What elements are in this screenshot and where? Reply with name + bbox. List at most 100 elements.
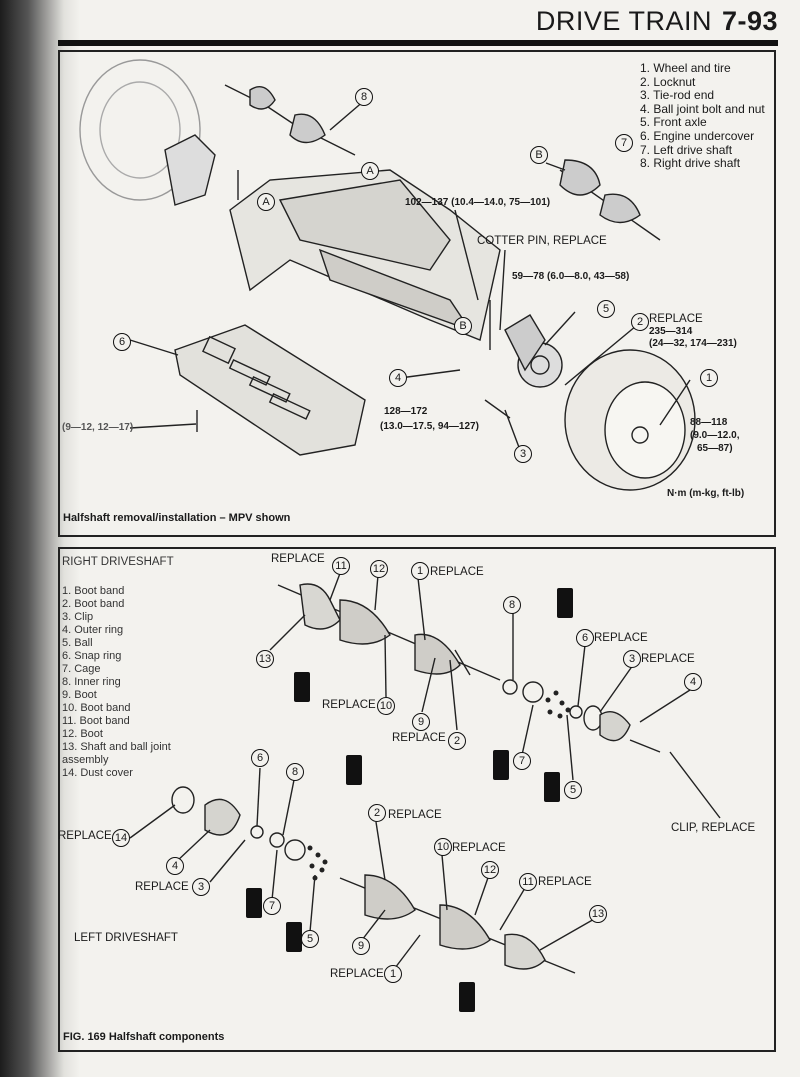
callout-7: 7 [513, 752, 531, 770]
callout-1: 1 [384, 965, 402, 983]
replace-label: REPLACE [135, 881, 189, 893]
page-binding-shadow [0, 0, 80, 1077]
cotter-pin-label: COTTER PIN, REPLACE [477, 235, 607, 247]
legend-item: 5. Front axle [640, 115, 707, 130]
units-label: N·m (m-kg, ft-lb) [667, 488, 745, 499]
replace-label: REPLACE [392, 732, 446, 744]
legend-item: 4. Ball joint bolt and nut [640, 101, 765, 116]
replace-label: REPLACE [330, 968, 384, 980]
callout-3: 3 [192, 878, 210, 896]
callout-b: B [530, 146, 548, 164]
callout-b: B [454, 317, 472, 335]
callout-4: 4 [389, 369, 407, 387]
callout-12: 12 [481, 861, 499, 879]
replace-label: REPLACE [649, 313, 703, 325]
component-item: 4. Outer ring [62, 624, 124, 636]
replace-label: REPLACE [388, 809, 442, 821]
callout-11: 11 [519, 873, 537, 891]
component-item: 8. Inner ring [62, 676, 121, 688]
component-item: 3. Clip [62, 611, 94, 623]
component-item: 7. Cage [62, 663, 101, 675]
replace-label: REPLACE [58, 830, 112, 842]
callout-2: 2 [448, 732, 466, 750]
callout-8: 8 [286, 763, 304, 781]
figure-168-caption: Halfshaft removal/installation – MPV sho… [63, 512, 291, 524]
callout-a: A [361, 162, 379, 180]
component-item: 1. Boot band [62, 585, 125, 597]
callout-4: 4 [684, 673, 702, 691]
callout-8: 8 [355, 88, 373, 106]
header-rule [58, 40, 778, 46]
callout-8: 8 [503, 596, 521, 614]
legend-item: 6. Engine undercover [640, 128, 755, 143]
torque-spec-label: (13.0—17.5, 94—127) [380, 421, 479, 432]
component-item: 11. Boot band [62, 715, 130, 727]
torque-spec-label: (9—12, 12—17) [62, 422, 134, 433]
callout-13: 13 [256, 650, 274, 668]
callout-13: 13 [589, 905, 607, 923]
legend-item: 1. Wheel and tire [640, 61, 731, 75]
torque-spec-label: 128—172 [384, 406, 428, 417]
component-item: 2. Boot band [62, 598, 125, 610]
callout-2: 2 [631, 313, 649, 331]
legend-item: 2. Locknut [640, 74, 696, 89]
torque-spec-label: 65—87) [697, 443, 733, 454]
figure-168-legend: 1. Wheel and tire 2. Locknut 3. Tie-rod … [640, 61, 765, 171]
replace-label: REPLACE [322, 699, 376, 711]
torque-spec-label: (9.0—12.0, [690, 430, 740, 441]
callout-11: 11 [332, 557, 350, 575]
callout-5: 5 [564, 781, 582, 799]
component-item: 14. Dust cover [62, 767, 133, 779]
replace-label: REPLACE [538, 876, 592, 888]
callout-14: 14 [112, 829, 130, 847]
component-item: 6. Snap ring [62, 650, 122, 662]
right-driveshaft-title: RIGHT DRIVESHAFT [62, 556, 174, 568]
torque-spec-label: 102—137 (10.4—14.0, 75—101) [405, 197, 551, 208]
figure-169-panel [58, 547, 776, 1052]
replace-label: REPLACE [271, 553, 325, 565]
legend-item: 3. Tie-rod end [640, 88, 715, 103]
callout-9: 9 [412, 713, 430, 731]
component-item: 9. Boot [62, 689, 97, 701]
component-item: assembly [62, 754, 109, 766]
figure-168-panel [58, 50, 776, 537]
callout-1: 1 [700, 369, 718, 387]
callout-9: 9 [352, 937, 370, 955]
callout-6: 6 [576, 629, 594, 647]
replace-label: REPLACE [430, 566, 484, 578]
replace-label: REPLACE [452, 842, 506, 854]
component-item: 10. Boot band [62, 702, 131, 714]
callout-10: 10 [434, 838, 452, 856]
callout-5: 5 [301, 930, 319, 948]
callout-2: 2 [368, 804, 386, 822]
legend-item: 8. Right drive shaft [640, 156, 741, 171]
callout-a: A [257, 193, 275, 211]
torque-spec-label: (24—32, 174—231) [649, 338, 737, 349]
header-section-number: 7-93 [721, 6, 778, 36]
clip-replace-label: CLIP, REPLACE [671, 822, 756, 834]
callout-3: 3 [514, 445, 532, 463]
callout-10: 10 [377, 697, 395, 715]
replace-label: REPLACE [641, 653, 695, 665]
callout-7: 7 [615, 134, 633, 152]
component-list: 1. Boot band 2. Boot band 3. Clip 4. Out… [62, 585, 171, 780]
callout-5: 5 [597, 300, 615, 318]
legend-item: 7. Left drive shaft [640, 142, 733, 157]
left-driveshaft-title: LEFT DRIVESHAFT [74, 932, 178, 944]
torque-spec-label: 235—314 [649, 326, 693, 337]
component-item: 12. Boot [62, 728, 103, 740]
callout-12: 12 [370, 560, 388, 578]
component-item: 5. Ball [62, 637, 93, 649]
callout-3: 3 [623, 650, 641, 668]
callout-1: 1 [411, 562, 429, 580]
component-item: 13. Shaft and ball joint [62, 741, 171, 753]
callout-6: 6 [251, 749, 269, 767]
torque-spec-label: 88—118 [690, 417, 728, 428]
callout-7: 7 [263, 897, 281, 915]
replace-label: REPLACE [594, 632, 648, 644]
figure-169-caption: FIG. 169 Halfshaft components [63, 1031, 225, 1043]
callout-4: 4 [166, 857, 184, 875]
